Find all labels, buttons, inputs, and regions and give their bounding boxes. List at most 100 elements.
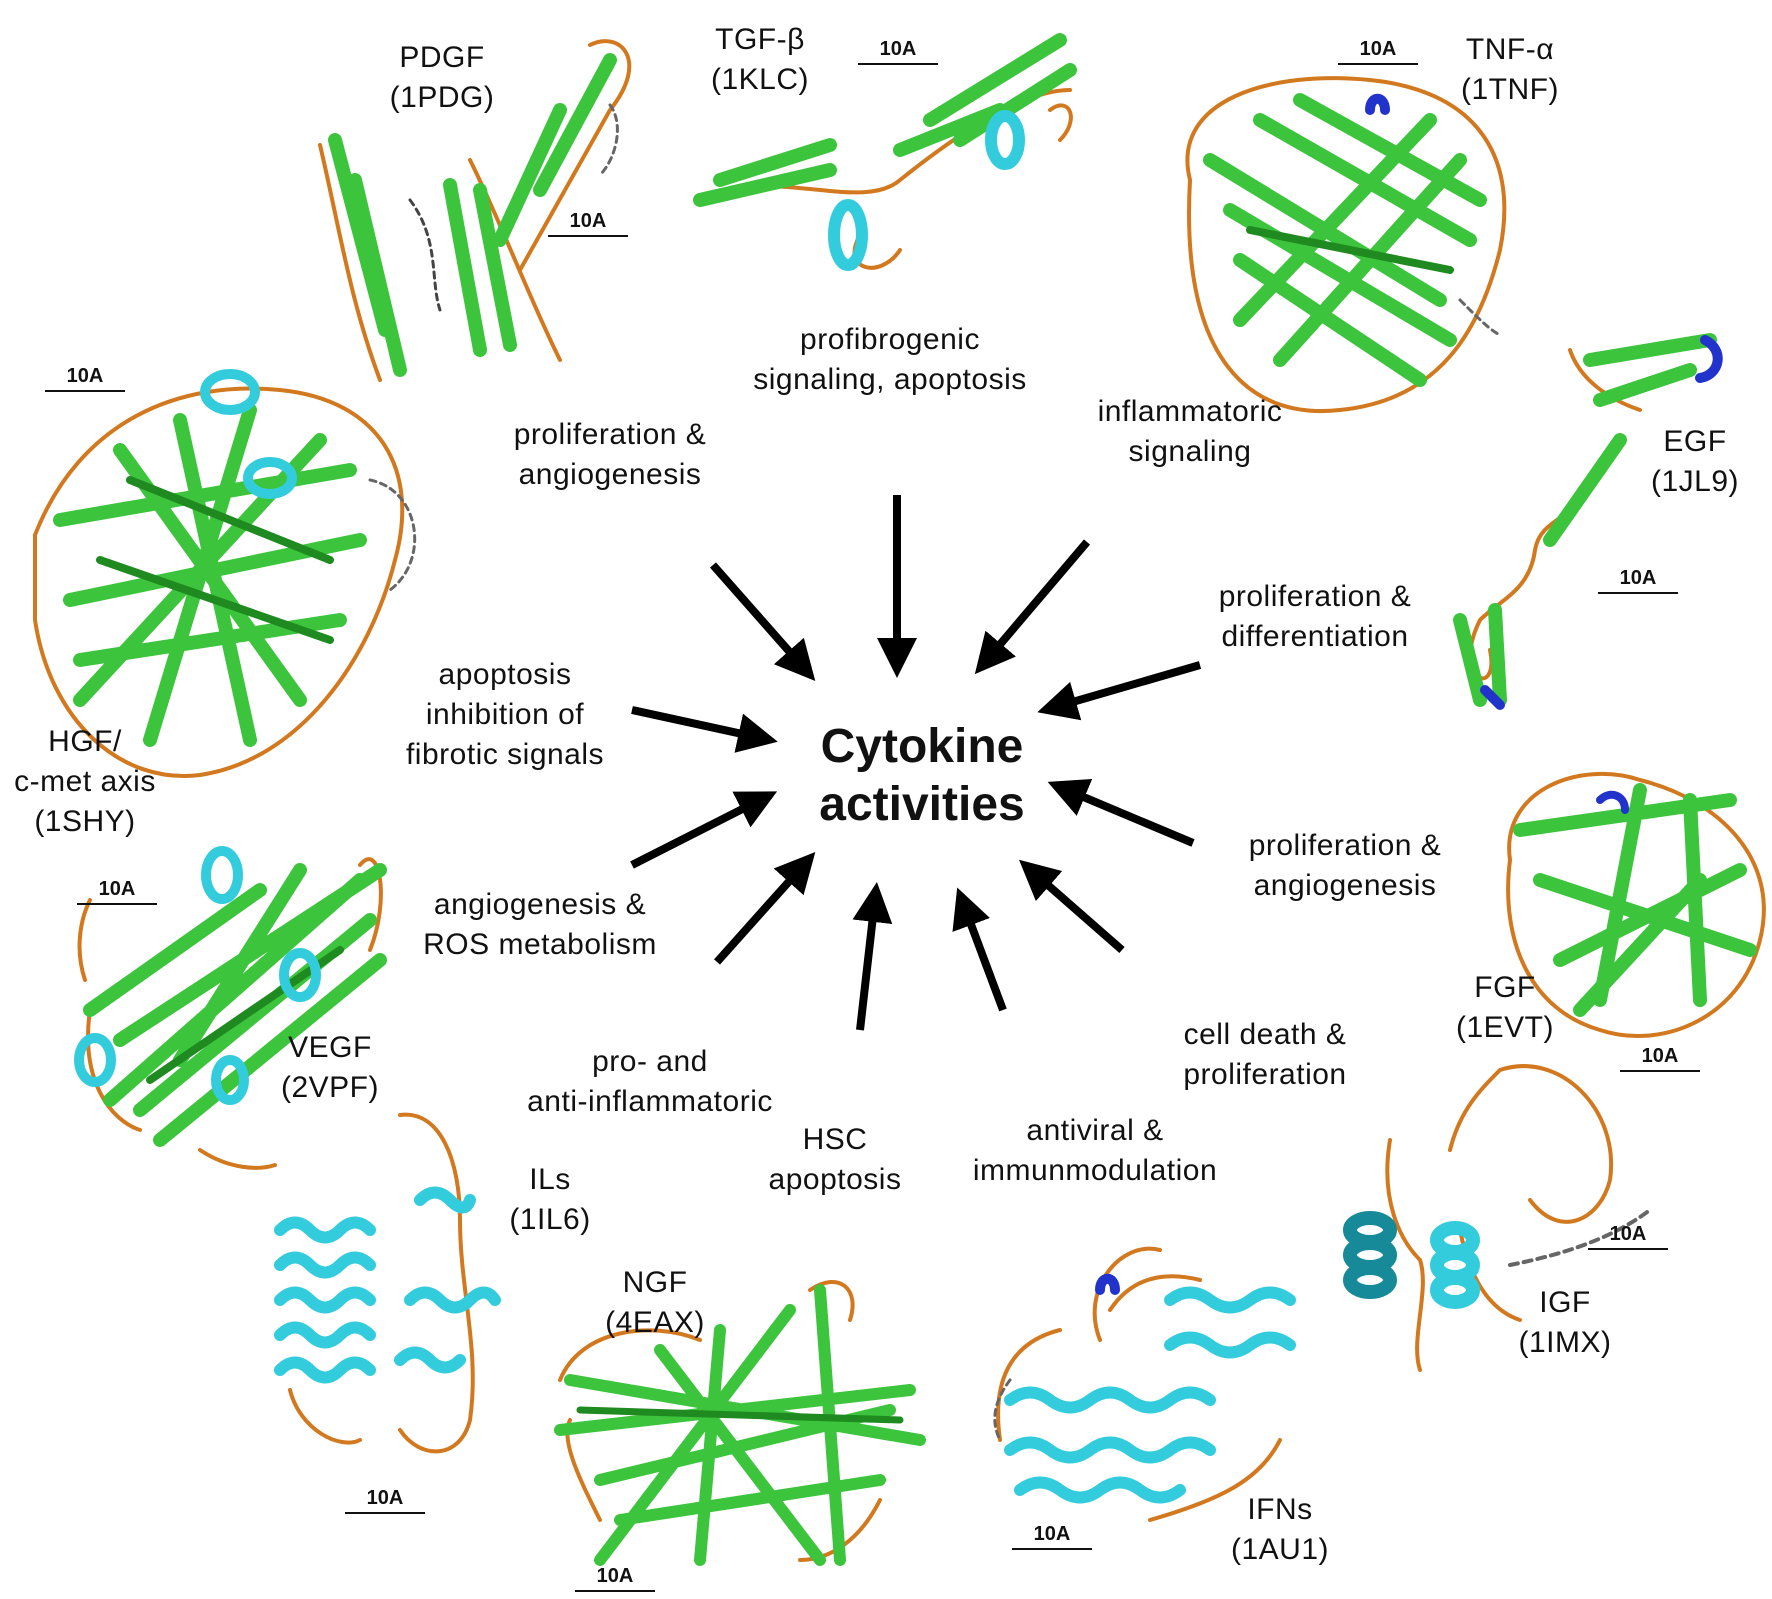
protein-pdb-id: (1TNF) <box>1461 73 1559 106</box>
protein-label-ngf: NGF (4EAX) <box>585 1263 725 1343</box>
vegf-structure <box>74 846 387 1170</box>
protein-pdb-id: (1IMX) <box>1518 1326 1612 1359</box>
arrow-hgf <box>631 706 778 753</box>
scale-bar-label: 10A <box>66 365 104 387</box>
arrow-igf <box>1018 859 1125 954</box>
activity-line: signaling, apoptosis <box>753 363 1027 396</box>
activity-line: cell death & <box>1183 1018 1347 1051</box>
scale-bar-label: 10A <box>366 1487 404 1509</box>
protein-pdb-id: (1KLC) <box>710 63 810 96</box>
activity-line: differentiation <box>1221 620 1409 653</box>
activity-line: ROS metabolism <box>423 928 657 961</box>
activity-line: inhibition of <box>425 698 585 731</box>
activity-label-ngf: HSC apoptosis <box>750 1120 920 1200</box>
tgfb-structure <box>693 33 1077 271</box>
protein-label-ils: ILs (1IL6) <box>480 1160 620 1240</box>
activity-line: apoptosis <box>438 658 572 691</box>
activity-line: apoptosis <box>768 1163 902 1196</box>
scale-bar-label: 10A <box>596 1565 634 1587</box>
protein-name: NGF <box>622 1266 688 1299</box>
scale-bar-label: 10A <box>1641 1045 1679 1067</box>
ngf-structure <box>554 1279 926 1566</box>
activity-line: profibrogenic <box>800 323 980 356</box>
protein-label-fgf: FGF (1EVT) <box>1435 968 1575 1048</box>
protein-name: IGF <box>1539 1286 1591 1319</box>
activity-line: signaling <box>1128 435 1252 468</box>
center-title-line2: activities <box>819 778 1025 831</box>
activity-line: proliferation & <box>513 418 707 451</box>
protein-pdb-id: (2VPF) <box>280 1071 379 1104</box>
protein-name: EGF <box>1663 425 1727 458</box>
activity-line: fibrotic signals <box>405 738 605 771</box>
protein-name: TNF-α <box>1465 33 1555 66</box>
protein-label-hgf: HGF/ c-met axis (1SHY) <box>10 722 160 842</box>
activity-label-igf: cell death & proliferation <box>1135 1015 1395 1095</box>
hgf-structure <box>33 369 417 778</box>
activity-line: proliferation <box>1183 1058 1347 1091</box>
activity-label-egf: proliferation & differentiation <box>1180 577 1450 657</box>
protein-name: TGF-β <box>715 23 805 56</box>
protein-name: PDGF <box>399 41 485 74</box>
scale-bar-label: 10A <box>1359 38 1397 60</box>
scale-bar-ifns: 10A <box>1012 1523 1092 1550</box>
protein-label-egf: EGF (1JL9) <box>1625 422 1765 502</box>
protein-label-ifns: IFNs (1AU1) <box>1210 1490 1350 1570</box>
ils-structure <box>274 1112 501 1454</box>
protein-label-vegf: VEGF (2VPF) <box>265 1028 395 1108</box>
protein-name-line2: c-met axis <box>14 765 156 798</box>
igf-structure <box>1343 1064 1652 1372</box>
protein-name: IFNs <box>1247 1493 1313 1526</box>
scale-bar-hgf: 10A <box>45 365 125 392</box>
protein-pdb-id: (4EAX) <box>605 1306 705 1339</box>
arrow-tnfa <box>974 539 1091 675</box>
egf-structure <box>1453 333 1723 710</box>
protein-name: HGF/ <box>48 725 122 758</box>
protein-name: VEGF <box>288 1031 372 1064</box>
activity-label-vegf: angiogenesis & ROS metabolism <box>400 885 680 965</box>
protein-name: FGF <box>1474 971 1536 1004</box>
activity-line: proliferation & <box>1218 580 1412 613</box>
scale-bar-tnfa: 10A <box>1338 38 1418 65</box>
activity-label-tgfb: profibrogenic signaling, apoptosis <box>720 320 1060 400</box>
activity-label-pdgf: proliferation & angiogenesis <box>480 415 740 495</box>
protein-pdb-id: (1PDG) <box>389 81 495 114</box>
arrow-ngf <box>852 882 893 1031</box>
scale-bar-label: 10A <box>98 878 136 900</box>
scale-bar-fgf: 10A <box>1620 1045 1700 1072</box>
scale-bar-label: 10A <box>1033 1523 1071 1545</box>
arrow-ils <box>714 852 816 965</box>
activity-line: HSC <box>802 1123 868 1156</box>
activity-line: proliferation & <box>1248 829 1442 862</box>
pdgf-structure <box>318 39 632 382</box>
activity-line: immunmodulation <box>972 1154 1218 1187</box>
arrow-fgf <box>1047 778 1195 847</box>
scale-bar-igf: 10A <box>1588 1223 1668 1250</box>
scale-bar-label: 10A <box>879 38 917 60</box>
scale-bar-egf: 10A <box>1598 567 1678 594</box>
protein-label-igf: IGF (1IMX) <box>1495 1283 1635 1363</box>
scale-bar-tgfb: 10A <box>858 38 938 65</box>
protein-pdb-id: (1AU1) <box>1230 1533 1330 1566</box>
center-title: Cytokine activities <box>772 718 1072 834</box>
scale-bar-label: 10A <box>1619 567 1657 589</box>
arrow-egf <box>1037 661 1202 721</box>
protein-pdb-id: (1SHY) <box>34 805 136 838</box>
arrow-vegf <box>630 791 778 869</box>
protein-name: ILs <box>529 1163 571 1196</box>
scale-bar-vegf: 10A <box>77 878 157 905</box>
protein-label-pdgf: PDGF (1PDG) <box>362 38 522 118</box>
activity-label-fgf: proliferation & angiogenesis <box>1210 826 1480 906</box>
activity-label-tnfa: inflammatoric signaling <box>1070 392 1310 472</box>
scale-bar-label: 10A <box>569 210 607 232</box>
protein-label-tnfa: TNF-α (1TNF) <box>1430 30 1590 110</box>
activity-label-ifns: antiviral & immunmodulation <box>935 1111 1255 1191</box>
ifns-structure <box>993 1246 1296 1522</box>
activity-line: angiogenesis <box>1253 869 1437 902</box>
activity-line: anti-inflammatoric <box>527 1085 773 1118</box>
protein-label-tgfb: TGF-β (1KLC) <box>680 20 840 100</box>
arrows <box>630 495 1202 1031</box>
scale-bar-ils: 10A <box>345 1487 425 1514</box>
protein-pdb-id: (1EVT) <box>1455 1011 1554 1044</box>
